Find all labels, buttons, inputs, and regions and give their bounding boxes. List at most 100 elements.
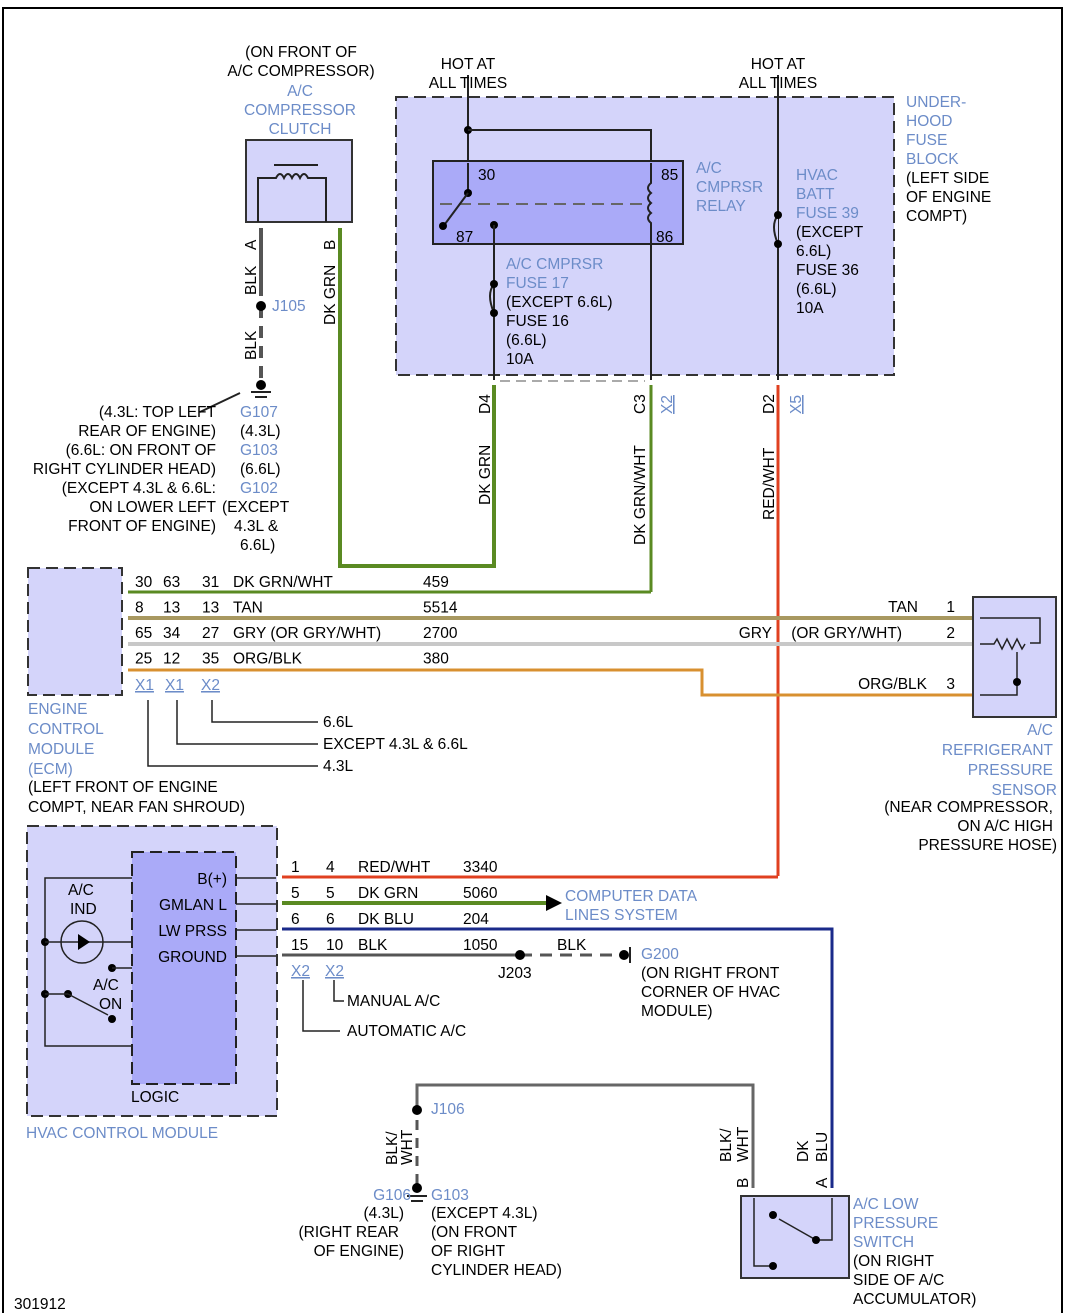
ecm-connector-x1-a[interactable]: X1 <box>135 677 154 694</box>
diagram-id: 301912 <box>14 1296 66 1313</box>
relay-pin-87: 87 <box>456 229 473 246</box>
wire-blk-wht-1: BLK/ <box>384 1131 401 1165</box>
g107-variant: (4.3L) <box>240 423 281 440</box>
ecm-wire-color: TAN <box>233 600 263 617</box>
sensor-wire-gry: GRY <box>739 625 772 642</box>
ecm-pin: 65 <box>135 625 152 642</box>
ecm-pin: 34 <box>163 625 181 642</box>
ecm-pin: 31 <box>202 574 219 591</box>
ground-g102: G102 <box>240 480 278 497</box>
ecm-connector-x2[interactable]: X2 <box>201 677 220 694</box>
ecm-pin: 30 <box>135 574 153 591</box>
compressor-clutch-box <box>245 139 353 223</box>
splice-j203: J203 <box>498 965 532 982</box>
ecm-pin: 12 <box>163 651 180 668</box>
connector-x2-link[interactable]: X2 <box>659 395 676 414</box>
wire-label-blk-2: BLK <box>243 330 260 360</box>
ecm-circuit: 459 <box>423 574 449 591</box>
ecm-circuit: 2700 <box>423 625 458 642</box>
clutch-pin-a: A <box>243 239 260 250</box>
ecm-pin: 13 <box>202 600 219 617</box>
wire-label-d4: DK GRN <box>477 445 494 505</box>
hvac-pin: 15 <box>291 937 308 954</box>
ground-g103-b: G103 <box>431 1187 469 1204</box>
clutch-pin-b: B <box>322 240 339 250</box>
wire-label-blk: BLK <box>243 265 260 295</box>
ground-g200: G200 <box>641 946 679 963</box>
ecm-wire-color: DK GRN/WHT <box>233 574 333 591</box>
hvac-connector-x2-a[interactable]: X2 <box>291 963 310 980</box>
low-pressure-switch-box <box>740 1195 850 1279</box>
ecm-connector-x1-b[interactable]: X1 <box>165 677 184 694</box>
wire-label-c3: DK GRN/WHT <box>632 445 649 545</box>
hvac-note-manual: MANUAL A/C <box>347 993 440 1010</box>
ecm-circuit: 380 <box>423 651 449 668</box>
hvac-pin: 6 <box>326 911 335 928</box>
hvac-circuit: 5060 <box>463 885 498 902</box>
sensor-wire-org: ORG/BLK <box>858 676 928 693</box>
hvac-pin: 4 <box>326 859 335 876</box>
ecm-pin: 27 <box>202 625 219 642</box>
sensor-pin-3: 3 <box>946 676 955 693</box>
logic-box <box>131 851 237 1085</box>
diagram-frame <box>2 7 1063 1313</box>
ground-g106: G106 <box>373 1187 411 1204</box>
hvac-note-auto: AUTOMATIC A/C <box>347 1023 466 1040</box>
splice-j105: J105 <box>272 298 306 315</box>
signal-lwprss: LW PRSS <box>158 923 227 940</box>
signal-bplus: B(+) <box>197 871 227 888</box>
ecm-note-except: EXCEPT 4.3L & 6.6L <box>323 736 468 753</box>
ground-g103: G103 <box>240 442 278 459</box>
ecm-pin: 13 <box>163 600 180 617</box>
switch-wire-b-1: BLK/ <box>718 1128 735 1162</box>
hvac-circuit: 204 <box>463 911 489 928</box>
sensor-wire-tan: TAN <box>888 599 918 616</box>
hvac-pin: 10 <box>326 937 344 954</box>
wire-label-d2: RED/WHT <box>761 447 778 520</box>
hvac-circuit: 3340 <box>463 859 498 876</box>
sensor-wire-alt: (OR GRY/WHT) <box>791 625 902 642</box>
relay-pin-85: 85 <box>661 167 678 184</box>
ecm-wire-color: GRY (OR GRY/WHT) <box>233 625 381 642</box>
connector-c3: C3 <box>632 394 649 414</box>
switch-pin-a: A <box>814 1177 831 1188</box>
ecm-pin: 8 <box>135 600 144 617</box>
ecm-wire-color: ORG/BLK <box>233 651 303 668</box>
hvac-connector-x2-b[interactable]: X2 <box>325 963 344 980</box>
sensor-pin-1: 1 <box>946 599 955 616</box>
relay-pin-86: 86 <box>656 229 673 246</box>
wire-blk-wht-2: WHT <box>399 1129 416 1165</box>
hvac-pin: 5 <box>326 885 335 902</box>
ecm-circuit: 5514 <box>423 600 458 617</box>
signal-ground: GROUND <box>158 949 227 966</box>
ecm-note-43: 4.3L <box>323 758 354 775</box>
g200-wire: BLK <box>557 937 587 954</box>
ecm-note-66: 6.6L <box>323 714 354 731</box>
relay-box <box>432 160 684 245</box>
pressure-sensor-box <box>972 596 1057 718</box>
ecm-pin: 25 <box>135 651 152 668</box>
logic-label: LOGIC <box>131 1089 179 1106</box>
sensor-pin-2: 2 <box>946 625 955 642</box>
connector-x5-link[interactable]: X5 <box>788 395 805 414</box>
connector-d4: D4 <box>477 394 494 414</box>
hvac-wire-color: DK GRN <box>358 885 418 902</box>
